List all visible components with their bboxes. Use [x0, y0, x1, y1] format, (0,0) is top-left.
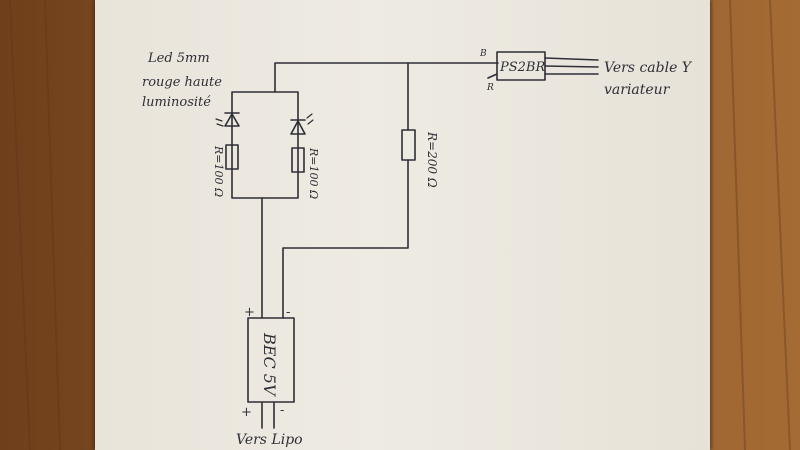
- bec-plus-top: +: [244, 305, 255, 320]
- resistor-left-label: R=100 Ω: [212, 145, 225, 197]
- transistor-pin-b-label: B: [479, 49, 487, 59]
- resistor-right: [291, 147, 305, 173]
- output-wires: [544, 57, 599, 75]
- bec-minus-bottom: -: [280, 403, 284, 418]
- resistor-left: [225, 144, 239, 170]
- led-left-diode-icon: [215, 112, 240, 127]
- transistor-pin-r-label: R: [486, 83, 494, 93]
- wire-main-branch: [282, 62, 409, 319]
- led-note-line-2: rouge haute: [142, 75, 222, 90]
- resistor-main: [401, 129, 416, 161]
- bec-label: BEC 5V: [260, 332, 279, 397]
- output-note-line-1: Vers cable Y: [604, 60, 693, 76]
- paper-sheet: [95, 0, 710, 450]
- wire-lipo-leads: [261, 401, 275, 429]
- bec-minus-top: -: [286, 305, 290, 320]
- bec-box: [247, 317, 295, 403]
- transistor-pin-r: [487, 73, 498, 79]
- led-note-line-1: Led 5mm: [147, 51, 210, 66]
- transistor-label: PS2BR: [499, 60, 545, 75]
- resistor-right-label: R=100 Ω: [307, 147, 320, 199]
- wire-top-bus: [274, 62, 499, 93]
- led-note-line-3: luminosité: [142, 95, 211, 110]
- led-right-diode-icon: [290, 113, 314, 135]
- resistor-main-label: R=200 Ω: [425, 131, 439, 188]
- bec-plus-bottom: +: [241, 405, 252, 420]
- output-note-line-2: variateur: [604, 82, 671, 98]
- wire-led-frame: [231, 91, 299, 199]
- lipo-label: Vers Lipo: [236, 432, 303, 448]
